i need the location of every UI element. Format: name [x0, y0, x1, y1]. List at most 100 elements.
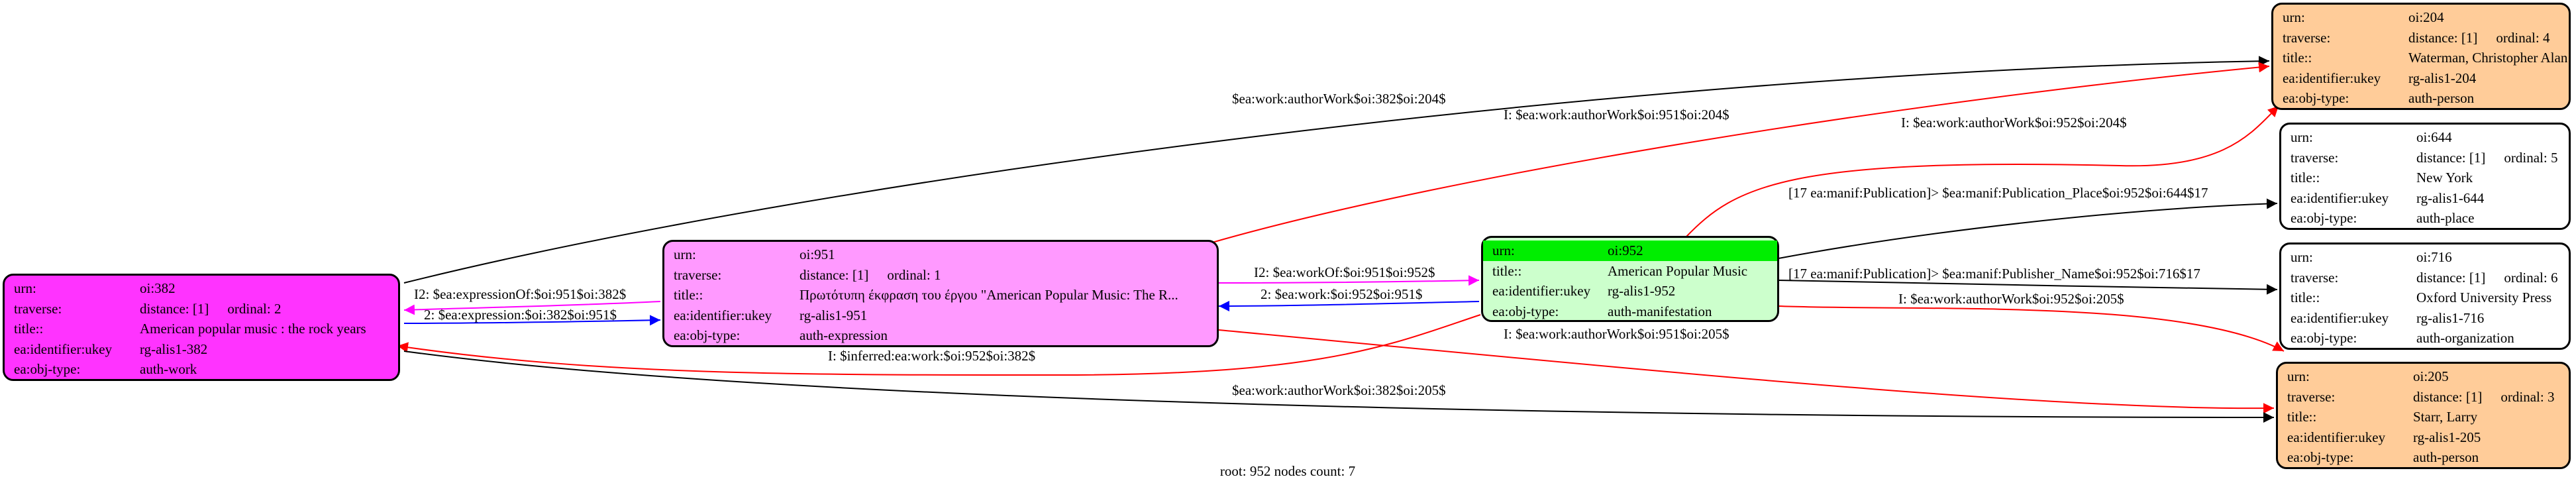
node-urn: oi:952: [1598, 241, 1777, 261]
field-label-identifier: ea:identifier:ukey: [2291, 189, 2389, 206]
node-title: Πρωτότυπη έκφραση του έργου "American Po…: [799, 287, 1178, 303]
field-label-urn: urn:: [2287, 368, 2310, 384]
edge-e6: [1778, 305, 2285, 352]
node-fields: urn: oi:205 traverse: distance: [1] ordinal…: [2278, 366, 2569, 468]
node-objtype: auth-organization: [2416, 330, 2514, 346]
edge-e7: [403, 301, 661, 315]
node-identifier: rg-alis1-716: [2416, 309, 2485, 326]
field-label-traverse: traverse:: [674, 266, 722, 283]
edge-e10: [1218, 300, 1480, 311]
node-fields: urn:oi:644 traverse:distance: [1]ordinal…: [2281, 127, 2569, 229]
edge-e2: [1211, 62, 2270, 243]
node-objtype: auth-place: [2416, 210, 2475, 226]
node-objtype: auth-work: [140, 361, 197, 377]
field-label-title: title::: [2283, 50, 2312, 66]
edge-label-e3: I: $ea:work:authorWork$oi:952$oi:204$: [1901, 115, 2127, 131]
node-oi-951[interactable]: urn:oi:951 traverse:distance: [1]ordinal…: [662, 240, 1219, 347]
field-label-identifier: ea:identifier:ukey: [2283, 70, 2381, 86]
field-label-urn: urn:: [2291, 249, 2313, 265]
field-label-title: title::: [14, 321, 44, 337]
node-oi-382[interactable]: urn:oi:382 traverse:distance: [1]ordinal…: [3, 274, 400, 381]
node-ordinal: ordinal: 2: [227, 300, 282, 317]
edge-e13: [403, 350, 2275, 423]
node-oi-205[interactable]: urn: oi:205 traverse: distance: [1] ordinal…: [2276, 362, 2571, 469]
edge-e3: [1685, 105, 2279, 238]
field-label-objtype: ea:obj-type:: [1492, 303, 1559, 319]
field-label-objtype: ea:obj-type:: [2287, 449, 2354, 465]
field-label-identifier: ea:identifier:ukey: [14, 341, 113, 357]
node-urn: oi:716: [2416, 249, 2452, 265]
node-distance: distance: [1]: [140, 300, 209, 317]
node-oi-204[interactable]: urn:oi:204 traverse:distance: [1]ordinal…: [2271, 3, 2571, 110]
node-objtype: auth-person: [2408, 90, 2475, 106]
edge-label-e12: I: $ea:work:authorWork$oi:951$oi:205$: [1504, 326, 1729, 342]
edge-e4: [1778, 198, 2278, 259]
field-label-objtype: ea:obj-type:: [2291, 210, 2357, 226]
edge-e5: [1778, 280, 2278, 295]
edge-label-e2: I: $ea:work:authorWork$oi:951$oi:204$: [1504, 107, 1729, 123]
graph-footer: root: 952 nodes count: 7: [1220, 463, 1355, 479]
edge-label-e9: I2: $ea:workOf:$oi:951$oi:952$: [1254, 264, 1435, 280]
edge-e9: [1218, 275, 1480, 286]
node-urn: oi:951: [799, 246, 835, 262]
node-fields: urn:oi:204 traverse:distance: [1]ordinal…: [2273, 7, 2569, 109]
node-ordinal: ordinal: 5: [2504, 149, 2558, 166]
node-identifier: rg-alis1-951: [799, 307, 868, 323]
field-label-identifier: ea:identifier:ukey: [674, 307, 772, 323]
node-distance: distance: [1]: [2413, 388, 2483, 405]
node-fields: urn: oi:716 traverse: distance: [1] ordinal…: [2281, 247, 2569, 349]
node-oi-952[interactable]: urn:oi:952 title::American Popular Music…: [1481, 236, 1779, 322]
node-identifier: rg-alis1-644: [2416, 189, 2485, 206]
field-label-objtype: ea:obj-type:: [2283, 90, 2349, 106]
field-label-identifier: ea:identifier:ukey: [1492, 283, 1591, 299]
node-objtype: auth-expression: [799, 327, 888, 343]
node-fields: urn:oi:951 traverse:distance: [1]ordinal…: [664, 244, 1217, 346]
field-label-objtype: ea:obj-type:: [2291, 330, 2357, 346]
node-ordinal: ordinal: 6: [2504, 269, 2558, 286]
node-title: American Popular Music: [1608, 262, 1748, 279]
edge-label-e4: [17 ea:manif:Publication]> $ea:manif:Pub…: [1788, 185, 2208, 201]
node-oi-716[interactable]: urn: oi:716 traverse: distance: [1] ordinal…: [2279, 242, 2571, 350]
node-urn: oi:382: [140, 280, 176, 296]
node-fields: urn:oi:952 title::American Popular Music…: [1483, 241, 1777, 321]
edge-e12: [1218, 329, 2275, 414]
node-identifier: rg-alis1-205: [2413, 429, 2481, 445]
node-urn: oi:205: [2413, 368, 2449, 384]
node-title: Starr, Larry: [2413, 409, 2478, 425]
edge-label-e11: I: $inferred:ea:work:$oi:952$oi:382$: [828, 348, 1035, 364]
edge-label-e5: [17 ea:manif:Publication]> $ea:manif:Pub…: [1788, 266, 2200, 282]
field-label-traverse: traverse:: [2287, 388, 2336, 405]
field-label-identifier: ea:identifier:ukey: [2287, 429, 2386, 445]
node-urn: oi:644: [2416, 129, 2452, 145]
field-label-title: title::: [674, 287, 703, 303]
edge-e1: [403, 56, 2270, 284]
edge-e8: [403, 315, 661, 326]
node-ordinal: ordinal: 4: [2496, 29, 2550, 46]
field-label-traverse: traverse:: [2291, 269, 2339, 286]
field-label-identifier: ea:identifier:ukey: [2291, 309, 2389, 326]
field-label-title: title::: [2291, 170, 2320, 186]
field-label-urn: urn:: [674, 246, 696, 262]
node-distance: distance: [1]: [799, 266, 869, 283]
node-ordinal: ordinal: 3: [2500, 388, 2555, 405]
node-identifier: rg-alis1-952: [1608, 283, 1676, 299]
field-label-urn: urn:: [2291, 129, 2313, 145]
node-title: Waterman, Christopher Alan: [2408, 50, 2568, 66]
field-label-title: title::: [2291, 290, 2320, 305]
node-fields: urn:oi:382 traverse:distance: [1]ordinal…: [5, 278, 398, 380]
node-oi-644[interactable]: urn:oi:644 traverse:distance: [1]ordinal…: [2279, 123, 2571, 230]
edge-label-e13: $ea:work:authorWork$oi:382$oi:205$: [1232, 382, 1446, 398]
node-distance: distance: [1]: [2416, 269, 2486, 286]
edge-label-e1: $ea:work:authorWork$oi:382$oi:204$: [1232, 91, 1446, 107]
edge-label-e10: 2: $ea:work:$oi:952$oi:951$: [1261, 286, 1422, 302]
node-distance: distance: [1]: [2416, 149, 2486, 166]
field-label-title: title::: [1492, 262, 1522, 279]
field-label-urn: urn:: [1483, 241, 1598, 261]
node-title: New York: [2416, 170, 2473, 186]
field-label-traverse: traverse:: [2283, 29, 2331, 46]
field-label-objtype: ea:obj-type:: [14, 361, 81, 377]
field-label-urn: urn:: [2283, 9, 2305, 25]
node-title: American popular music : the rock years: [140, 321, 366, 337]
